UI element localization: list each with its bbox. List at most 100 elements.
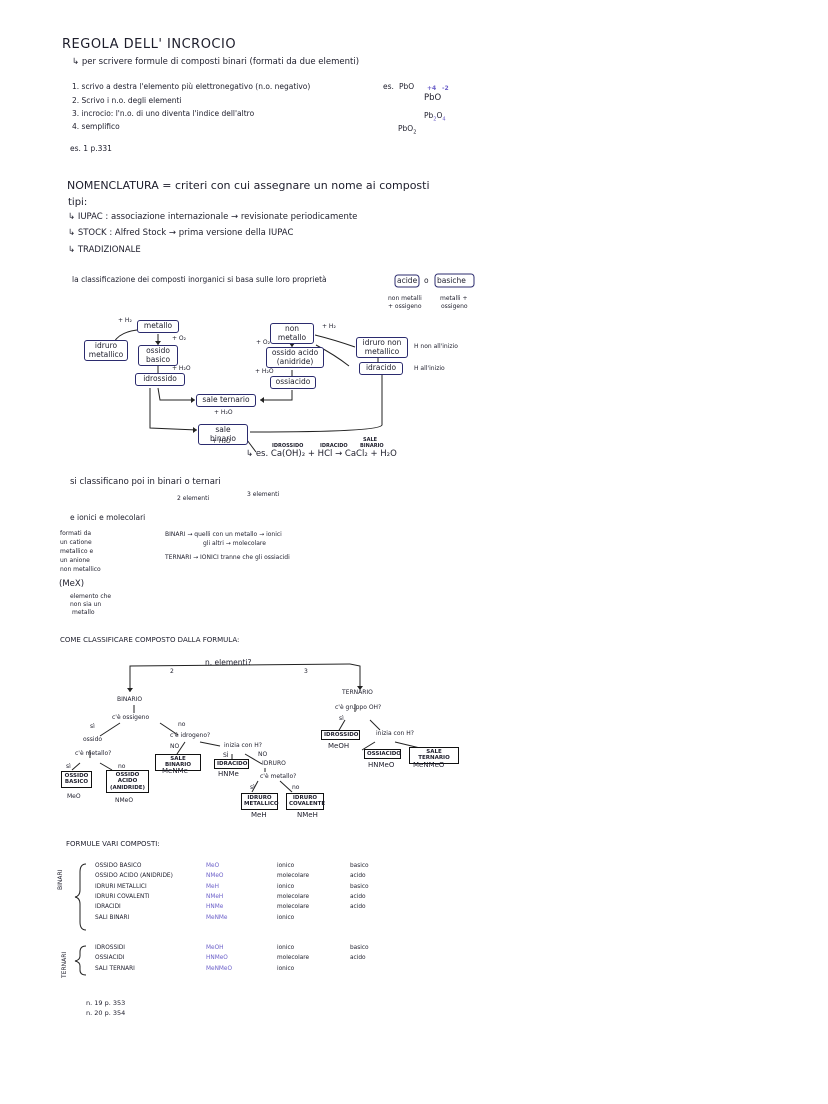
label-h-non-inizio: H non all'inizio bbox=[414, 343, 458, 350]
formula-name: OSSIACIDI bbox=[95, 955, 125, 962]
formula-prop: acido bbox=[350, 893, 366, 900]
formula-type: ionico bbox=[277, 945, 295, 951]
tree-root: n. elementi? bbox=[205, 658, 252, 667]
acide-label: acide bbox=[397, 276, 418, 285]
tree-ternario: TERNARIO bbox=[342, 689, 373, 696]
ionici-desc-3: metallico e bbox=[60, 548, 94, 555]
tree-menmeo: MeNMeO bbox=[413, 761, 445, 769]
tree-c-ossigeno: c'è ossigeno bbox=[112, 714, 150, 721]
ionici-desc-2: un catione bbox=[60, 539, 92, 546]
label-plus-h2-b: + H₂ bbox=[322, 323, 336, 330]
label-plus-o2-b: + O₂ bbox=[256, 339, 271, 346]
formula-name: IDROSSIDI bbox=[95, 945, 126, 951]
tree-meoh: MeOH bbox=[328, 742, 350, 750]
tree-inizia-h-b: inizia con H? bbox=[376, 730, 414, 737]
tree-no-b: no bbox=[118, 763, 126, 770]
tree-nmeo: NMeO bbox=[115, 797, 134, 804]
tree-box-sale-binario: SALE BINARIO bbox=[155, 754, 201, 771]
tree-box-sale-ternario: SALE TERNARIO bbox=[409, 747, 459, 764]
tree-si-a: sì bbox=[90, 723, 95, 730]
tree-label-3: 3 bbox=[304, 668, 308, 675]
box-ossiacido: ossiacido bbox=[270, 376, 316, 389]
rule-2: 2. Scrivo i n.o. degli elementi bbox=[72, 96, 182, 105]
reaction-equation: ↳ es. Ca(OH)₂ + HCl → CaCl₂ + H₂O bbox=[246, 449, 397, 459]
formula-prop: basico bbox=[350, 863, 369, 869]
tipi-label: tipi: bbox=[68, 197, 88, 208]
iupac-line: ↳ IUPAC : associazione internazionale → … bbox=[68, 212, 358, 222]
ionici-note-3: metallo bbox=[72, 609, 95, 616]
tree-label-2: 2 bbox=[170, 668, 174, 675]
formula-type: ionico bbox=[277, 883, 295, 890]
example-formula-2: PbO bbox=[424, 93, 442, 103]
exercise-2: n. 20 p. 354 bbox=[86, 1009, 126, 1017]
label-plus-h2o-a: + H₂O bbox=[172, 365, 191, 372]
rule-1: 1. scrivo a destra l'elemento più elettr… bbox=[72, 82, 311, 91]
binari-ternari-line: si classificano poi in binari o ternari bbox=[70, 477, 221, 487]
ionici-note-1: elemento che bbox=[70, 593, 112, 600]
tree-box-idracido: IDRACIDO bbox=[214, 759, 249, 770]
rule-4: 4. semplifico bbox=[72, 122, 120, 131]
box-idrossido: idrossido bbox=[135, 373, 185, 386]
formula-type: molecolare bbox=[277, 904, 310, 911]
tree-ossido: ossido bbox=[83, 736, 103, 743]
formula-formula: MeNMe bbox=[206, 914, 228, 921]
formula-name: OSSIDO ACIDO (ANIDRIDE) bbox=[95, 873, 173, 880]
ionici-desc-4: un anione bbox=[60, 557, 90, 564]
tree-si-e: sì bbox=[339, 715, 344, 722]
box-sale-ternario: sale ternario bbox=[196, 394, 256, 407]
mex-label: (MeX) bbox=[59, 579, 85, 589]
formula-formula: MeNMeO bbox=[206, 965, 233, 972]
reaction-label-idracido: IDRACIDO bbox=[320, 443, 348, 449]
classification-sentence: la classificazione dei composti inorgani… bbox=[72, 275, 327, 284]
formula-type: ionico bbox=[277, 965, 295, 972]
ternari-rule: TERNARI → IONICI tranne che gli ossiacid… bbox=[165, 554, 290, 561]
tree-no-d: NO bbox=[258, 751, 268, 758]
tree-c-metallo-a: c'è metallo? bbox=[75, 750, 112, 757]
box-idracido: idracido bbox=[359, 362, 403, 375]
example-formula-1: PbO bbox=[399, 82, 415, 91]
binari-rule-2: gli altri → molecolare bbox=[203, 540, 266, 547]
example-formula-3: Pb2O4 bbox=[424, 111, 446, 123]
box-sale-binario: sale binario bbox=[198, 424, 248, 446]
example-label: es. bbox=[383, 82, 394, 91]
formula-name: IDRURI COVALENTI bbox=[95, 893, 150, 900]
ox-number-2: -2 bbox=[442, 85, 449, 92]
formula-formula: NMeO bbox=[206, 873, 224, 880]
formula-formula: HNMe bbox=[206, 904, 224, 911]
tree-hnmeo: HNMeO bbox=[368, 761, 395, 769]
example-formula-4: PbO2 bbox=[398, 124, 417, 136]
formula-prop: basico bbox=[350, 883, 369, 890]
tree-binario: BINARIO bbox=[117, 696, 143, 703]
tree-box-ossiacido: OSSIACIDO bbox=[364, 749, 401, 760]
tree-box-idrossido: IDROSSIDO bbox=[321, 730, 360, 741]
ox-number-1: +4 bbox=[427, 85, 437, 92]
reaction-label-sale-1: SALE bbox=[363, 437, 378, 443]
formula-type: molecolare bbox=[277, 873, 310, 880]
ternari-brace-label: TERNARI bbox=[61, 951, 68, 978]
tree-no-c: NO bbox=[170, 743, 180, 750]
formula-type: ionico bbox=[277, 914, 295, 921]
formula-type: molecolare bbox=[277, 955, 310, 962]
formula-prop: acido bbox=[350, 873, 366, 880]
label-plus-o2-a: + O₂ bbox=[172, 335, 187, 342]
formula-formula: HNMeO bbox=[206, 955, 228, 962]
subtitle: ↳ per scrivere formule di composti binar… bbox=[72, 57, 360, 67]
stock-line: ↳ STOCK : Alfred Stock → prima versione … bbox=[68, 228, 294, 238]
label-h-inizio: H all'inizio bbox=[414, 365, 445, 372]
basiche-label: basiche bbox=[437, 276, 466, 285]
exercise-ref: es. 1 p.331 bbox=[70, 144, 112, 153]
formula-formula: MeH bbox=[206, 883, 219, 890]
reaction-label-idrossido: IDROSSIDO bbox=[272, 443, 304, 449]
tree-meh: MeH bbox=[251, 811, 267, 819]
formule-title: FORMULE VARI COMPOSTI: bbox=[66, 840, 160, 848]
ionici-desc-1: formati da bbox=[60, 530, 92, 537]
tree-c-idrogeno: c'è idrogeno? bbox=[170, 732, 211, 739]
tree-idruro: IDRURO bbox=[262, 760, 286, 767]
label-plus-h2o-d: + H₂O bbox=[212, 438, 231, 445]
formula-type: molecolare bbox=[277, 893, 310, 900]
o-label: o bbox=[424, 276, 429, 285]
formula-prop: basico bbox=[350, 945, 369, 951]
